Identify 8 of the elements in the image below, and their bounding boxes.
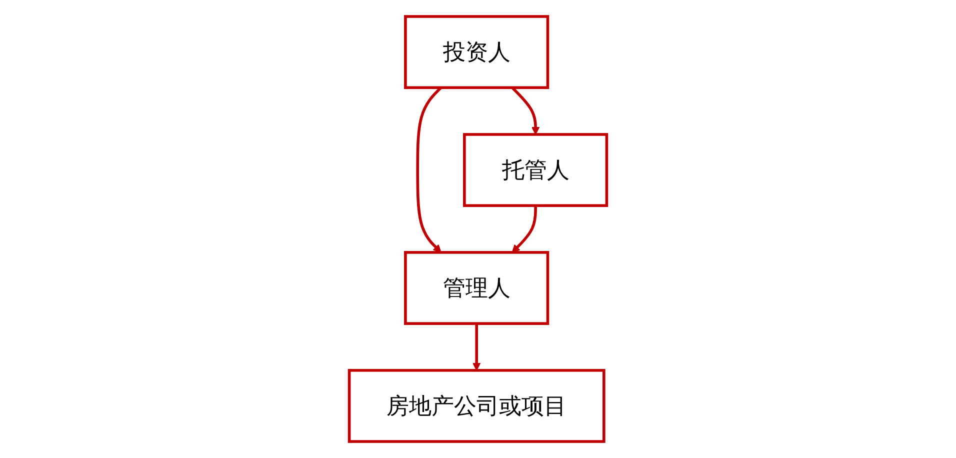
node-box: 房地产公司或项目 [348,368,606,443]
node-box: 管理人 [404,251,550,325]
arrow [472,324,481,371]
arrow [512,206,537,253]
arrow [416,86,442,253]
node-box: 投资人 [404,15,550,90]
arrow [511,86,540,135]
node-box: 托管人 [463,133,608,207]
